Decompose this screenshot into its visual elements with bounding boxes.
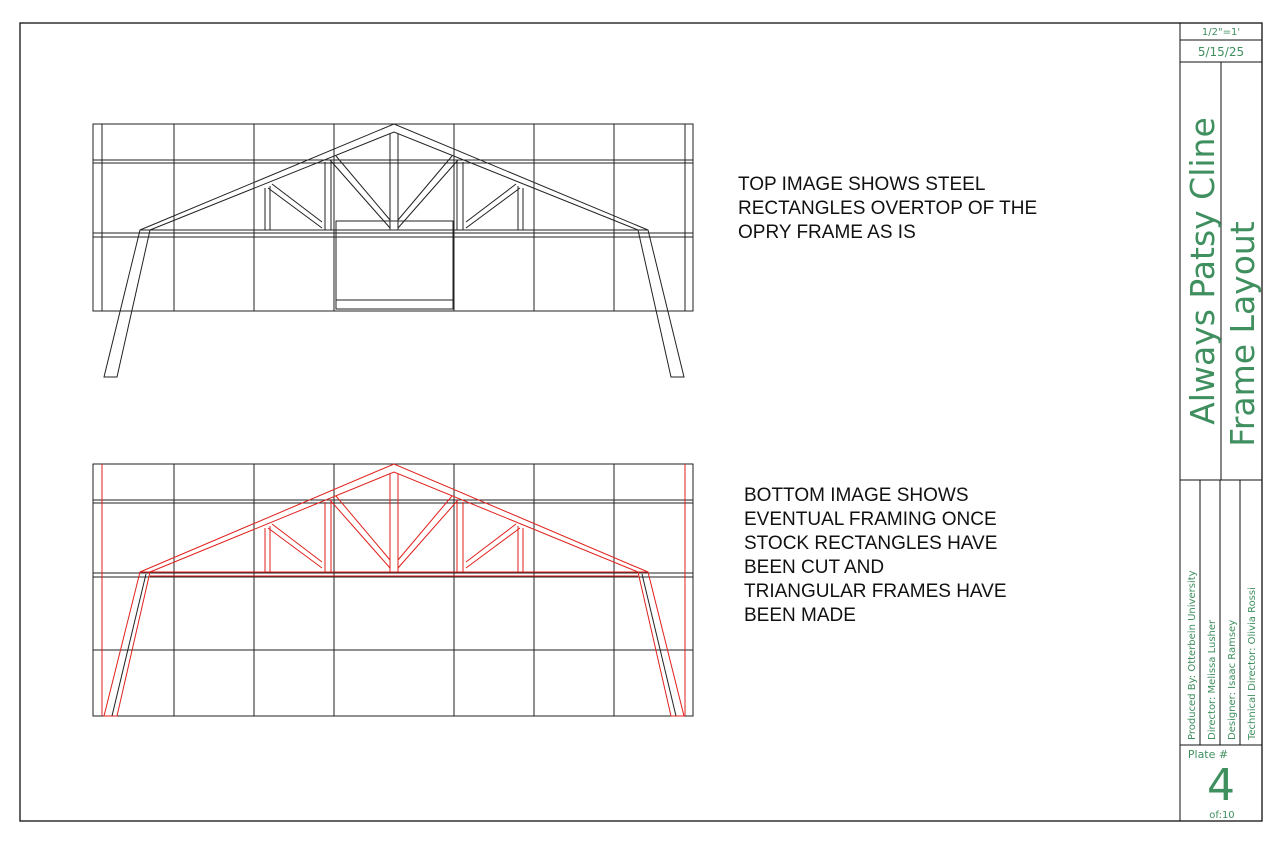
date-label: 5/15/25 — [1198, 45, 1244, 59]
credit-director: Director: Melissa Lusher — [1207, 619, 1218, 740]
top-note-line-3: OPRY FRAME AS IS — [738, 222, 916, 243]
top-image-note: TOP IMAGE SHOWS STEEL RECTANGLES OVERTOP… — [738, 173, 1037, 245]
bottom-frame-elevation — [92, 463, 694, 717]
sheet-border — [19, 22, 1263, 822]
title-block: 1/2"=1' 5/15/25 Always Patsy Cline Frame… — [1179, 23, 1262, 821]
top-frame-elevation — [92, 123, 694, 378]
credit-produced-by: Produced By: Otterbein University — [1187, 570, 1198, 740]
bottom-note-line-5: TRIANGULAR FRAMES HAVE — [744, 581, 1007, 602]
credit-designer: Designer: Isaac Ramsey — [1227, 620, 1238, 740]
bottom-image-note: BOTTOM IMAGE SHOWS EVENTUAL FRAMING ONCE… — [744, 484, 1007, 628]
credit-technical-director: Technical Director: Olivia Rossi — [1247, 587, 1258, 741]
bottom-note-line-4: BEEN CUT AND — [744, 557, 885, 578]
top-note-line-2: RECTANGLES OVERTOP OF THE — [738, 198, 1038, 219]
top-note-line-1: TOP IMAGE SHOWS STEEL — [738, 174, 986, 195]
bottom-note-line-2: EVENTUAL FRAMING ONCE — [744, 509, 997, 530]
bottom-note-line-1: BOTTOM IMAGE SHOWS — [744, 485, 969, 506]
bottom-note-line-3: STOCK RECTANGLES HAVE — [744, 533, 998, 554]
sheet-title: Frame Layout — [1223, 221, 1262, 447]
scale-label: 1/2"=1' — [1202, 27, 1240, 38]
plate-of: of:10 — [1209, 810, 1234, 821]
bottom-note-line-6: BEEN MADE — [744, 605, 856, 626]
plate-label: Plate # — [1188, 748, 1228, 761]
plate-number: 4 — [1207, 760, 1235, 811]
show-title: Always Patsy Cline — [1183, 117, 1222, 425]
